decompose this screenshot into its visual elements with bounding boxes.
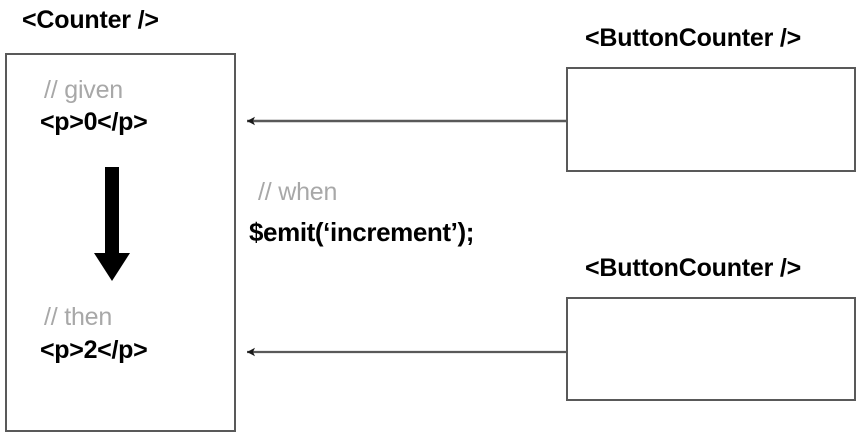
then-comment-text: // then	[44, 303, 113, 331]
button-counter-1-box	[566, 67, 856, 172]
then-code-text: <p>2</p>	[40, 336, 148, 364]
button-counter-1-label: <ButtonCounter />	[585, 24, 802, 52]
counter-component-label: <Counter />	[22, 6, 159, 34]
given-code-text: <p>0</p>	[40, 108, 148, 136]
button-counter-2-label: <ButtonCounter />	[585, 254, 802, 282]
counter-box	[5, 53, 236, 432]
when-comment-text: // when	[258, 178, 338, 206]
button-counter-2-box	[566, 297, 856, 401]
emit-code-text: $emit(‘increment’);	[249, 217, 475, 247]
given-comment-text: // given	[44, 76, 124, 104]
